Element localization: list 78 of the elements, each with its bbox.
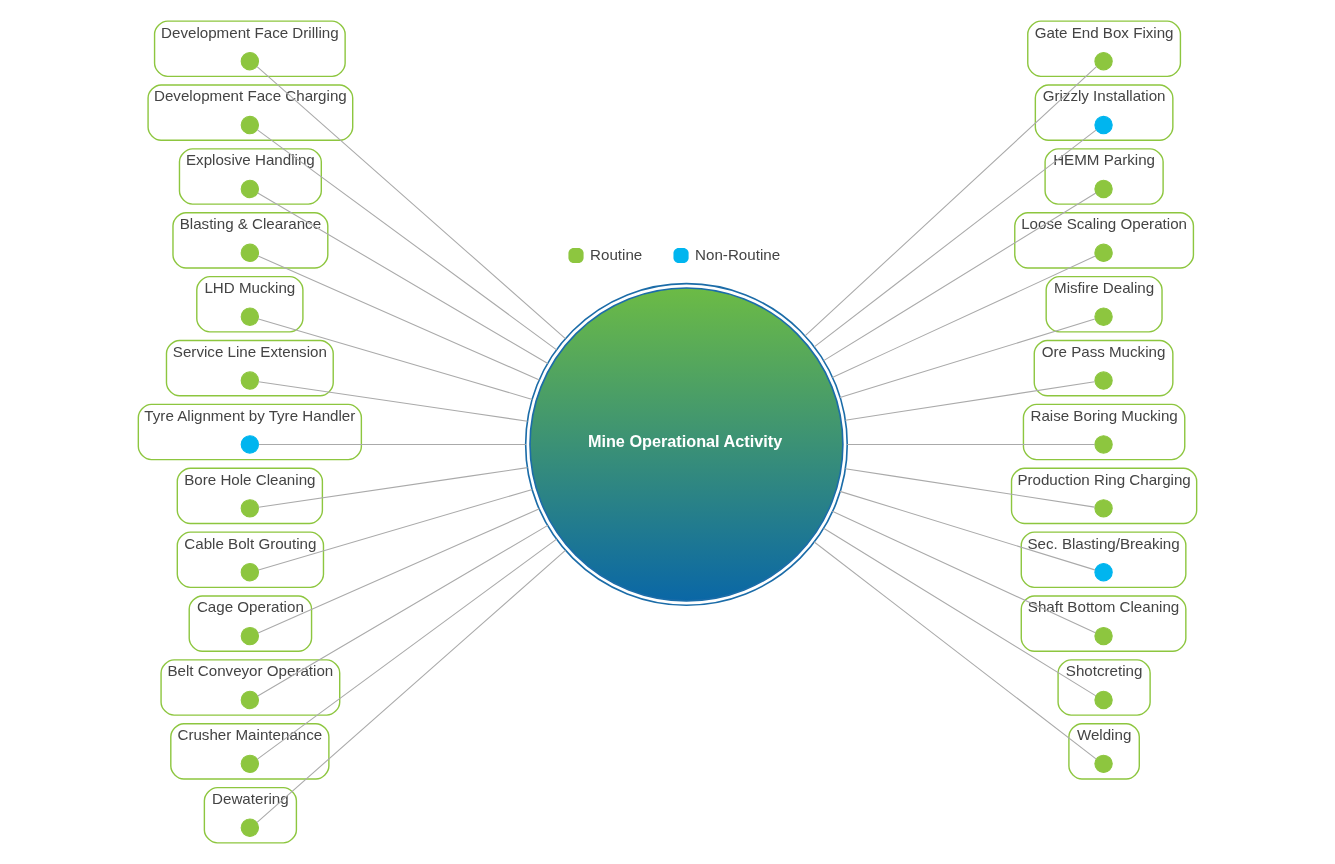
node-circle [240, 51, 260, 71]
node-circle [1094, 499, 1113, 518]
cluster: HEMM Parking [1044, 148, 1164, 205]
cluster: Misfire Dealing [1045, 275, 1163, 333]
cluster: Shaft Bottom Cleaning [1020, 595, 1187, 652]
cluster: Ore Pass Mucking [1033, 339, 1174, 397]
node-circle [1094, 435, 1113, 454]
connector [839, 490, 1096, 571]
node-circle [1094, 626, 1113, 646]
connector [804, 66, 1098, 337]
node-circle: Mine Operational Activity [524, 282, 849, 607]
node-circle [240, 626, 260, 646]
connector [257, 318, 533, 400]
node-circle [240, 818, 260, 837]
connector [257, 524, 549, 697]
node-circle [240, 690, 260, 710]
connector [844, 381, 1096, 421]
connector [844, 468, 1096, 508]
cluster: Crusher Maintenance [170, 723, 330, 780]
cluster: Production Ring Charging [1010, 467, 1198, 525]
node-circle [1094, 115, 1113, 135]
node-circle [1094, 51, 1113, 71]
connector [257, 381, 529, 422]
connector [258, 443, 527, 445]
connector [257, 467, 529, 508]
cluster: Raise Boring Mucking [1022, 403, 1186, 461]
cluster: Dewatering [203, 786, 298, 844]
connector [823, 192, 1097, 362]
cluster: Development Face Drilling [153, 20, 346, 78]
node-circle [240, 243, 260, 262]
cluster: Bore Hole Cleaning [176, 467, 324, 525]
connector [813, 129, 1097, 348]
connector [256, 66, 566, 340]
node-circle [1094, 371, 1113, 390]
cluster: LHD Mucking [196, 275, 304, 333]
connector [831, 510, 1096, 634]
node-circle [240, 307, 260, 326]
cluster: Service Line Extension [165, 339, 334, 397]
node-circle [240, 563, 260, 582]
cluster: Gate End Box Fixing [1027, 20, 1182, 78]
legend-label: Routine [590, 245, 643, 263]
cluster: Sec. Blasting/Breaking [1020, 531, 1187, 589]
connector [256, 129, 558, 351]
connector [257, 255, 540, 381]
node-circle [240, 115, 260, 135]
node-circle [240, 371, 260, 390]
cluster: Belt Conveyor Operation [160, 659, 341, 716]
node-circle [1094, 754, 1113, 774]
cluster: Cable Bolt Grouting [176, 531, 325, 589]
node-circle [240, 499, 260, 518]
cluster: Welding [1068, 723, 1140, 780]
connector [256, 549, 566, 823]
node-circle [240, 754, 260, 774]
connector [823, 527, 1097, 697]
connector [813, 541, 1097, 760]
connector [257, 508, 540, 634]
cluster: Explosive Handling [178, 148, 322, 205]
connector [257, 192, 549, 365]
node-circle [240, 179, 260, 199]
node-circle [1094, 243, 1113, 262]
cluster: Blasting & Clearance [172, 212, 329, 269]
cluster: Cage Operation [188, 595, 313, 652]
node-circle [240, 435, 260, 454]
legend-label: Non-Routine [695, 245, 781, 263]
connector [256, 538, 558, 760]
node-circle [1094, 307, 1113, 326]
connector [831, 255, 1096, 379]
node-circle [1094, 690, 1113, 710]
cluster: Development Face Charging [147, 84, 354, 141]
connector [846, 443, 1096, 445]
connector [257, 488, 533, 571]
cluster: Loose Scaling Operation [1014, 212, 1195, 269]
cluster: Grizzly Installation [1034, 84, 1174, 141]
connector [839, 318, 1096, 399]
cluster: Shotcreting [1057, 659, 1151, 716]
node-circle [1094, 563, 1113, 582]
cluster: Tyre Alignment by Tyre Handler [137, 403, 363, 461]
node-circle [1094, 179, 1113, 199]
